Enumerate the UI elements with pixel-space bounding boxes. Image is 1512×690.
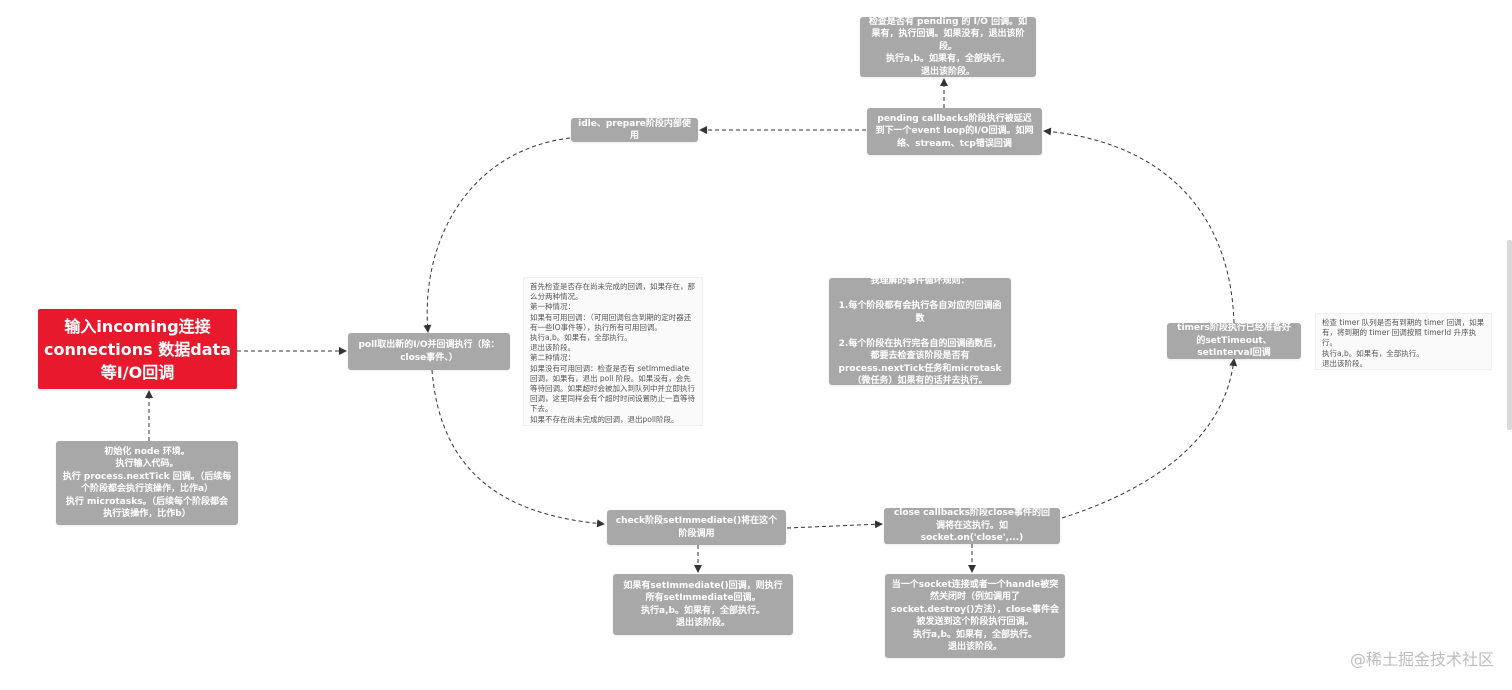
timers-note: 检查 timer 队列是否有到期的 timer 回调，如果有，将到期的 time… [1315, 313, 1492, 370]
close-note: 当一个socket连接或者一个handle被突然关闭时（例如调用了socket.… [885, 574, 1065, 658]
edge-close-to-timers [1061, 358, 1238, 519]
poll-node: poll取出新的I/O并回调执行（除：close事件、） [348, 333, 510, 370]
incoming-io-node: 输入incoming连接 connections 数据data 等I/O回调 [38, 309, 237, 389]
close-callbacks-node: close callbacks阶段close事件的回调将在这执行。如socket… [884, 508, 1060, 544]
edge-check-to-close [786, 520, 883, 529]
edge-timers-to-pending [1043, 127, 1235, 324]
watermark: @稀土掘金技术社区 [1349, 650, 1494, 669]
check-node: check阶段setImmediate()将在这个阶段调用 [607, 510, 786, 545]
pending-callbacks-node: pending callbacks阶段执行被延迟到下一个event loop的I… [867, 108, 1042, 155]
vertical-scrollbar[interactable] [1507, 240, 1512, 430]
timers-node: timers阶段执行已经准备好的setTimeout、setInterval回调 [1167, 323, 1301, 359]
pending-note: 检查是否有 pending 的 I/O 回调。如果有，执行回调。如果没有，退出该… [860, 17, 1036, 77]
check-note: 如果有setImmediate()回调，则执行所有setImmediate回调。… [613, 574, 793, 635]
init-node: 初始化 node 环境。 执行输入代码。 执行 process.nextTick… [56, 441, 238, 525]
idle-prepare-node: idle、prepare阶段内部使用 [571, 118, 698, 142]
event-loop-rules-node: 我理解的事件循环规则： 1.每个阶段都有会执行各自对应的回调函数 2.每个阶段在… [829, 276, 1011, 386]
poll-note: 首先检查是否存在尚未完成的回调，如果存在，那么分两种情况。 第一种情况： 如果有… [523, 277, 703, 426]
